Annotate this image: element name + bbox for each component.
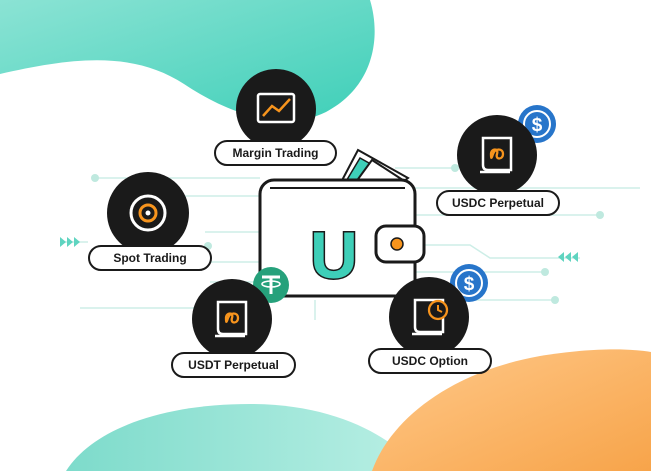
arrow-chevrons-left xyxy=(60,237,80,247)
usdc-dollar-sign: $ xyxy=(532,115,543,136)
wallet-letter: U xyxy=(310,218,358,292)
trend-chart-icon xyxy=(256,92,296,124)
infinity-contract-icon xyxy=(215,300,248,338)
margin-trading-label: Margin Trading xyxy=(214,140,337,166)
infinity-contract-icon xyxy=(480,136,513,174)
wallet-icon xyxy=(258,148,426,298)
teal-bottom-blob xyxy=(66,404,420,471)
usdc-option-label: USDC Option xyxy=(368,348,492,374)
arrow-chevrons-right xyxy=(558,252,578,262)
clock-contract-icon xyxy=(412,298,449,336)
target-icon xyxy=(129,194,167,232)
orange-background-blob xyxy=(372,349,651,471)
usdc-option-circle xyxy=(389,277,469,357)
usdt-perpetual-label: USDT Perpetual xyxy=(171,352,296,378)
spot-trading-label: Spot Trading xyxy=(88,245,212,271)
usdc-perpetual-label: USDC Perpetual xyxy=(436,190,560,216)
teal-background-blob xyxy=(0,0,375,121)
usdc-dollar-sign: $ xyxy=(464,274,475,295)
